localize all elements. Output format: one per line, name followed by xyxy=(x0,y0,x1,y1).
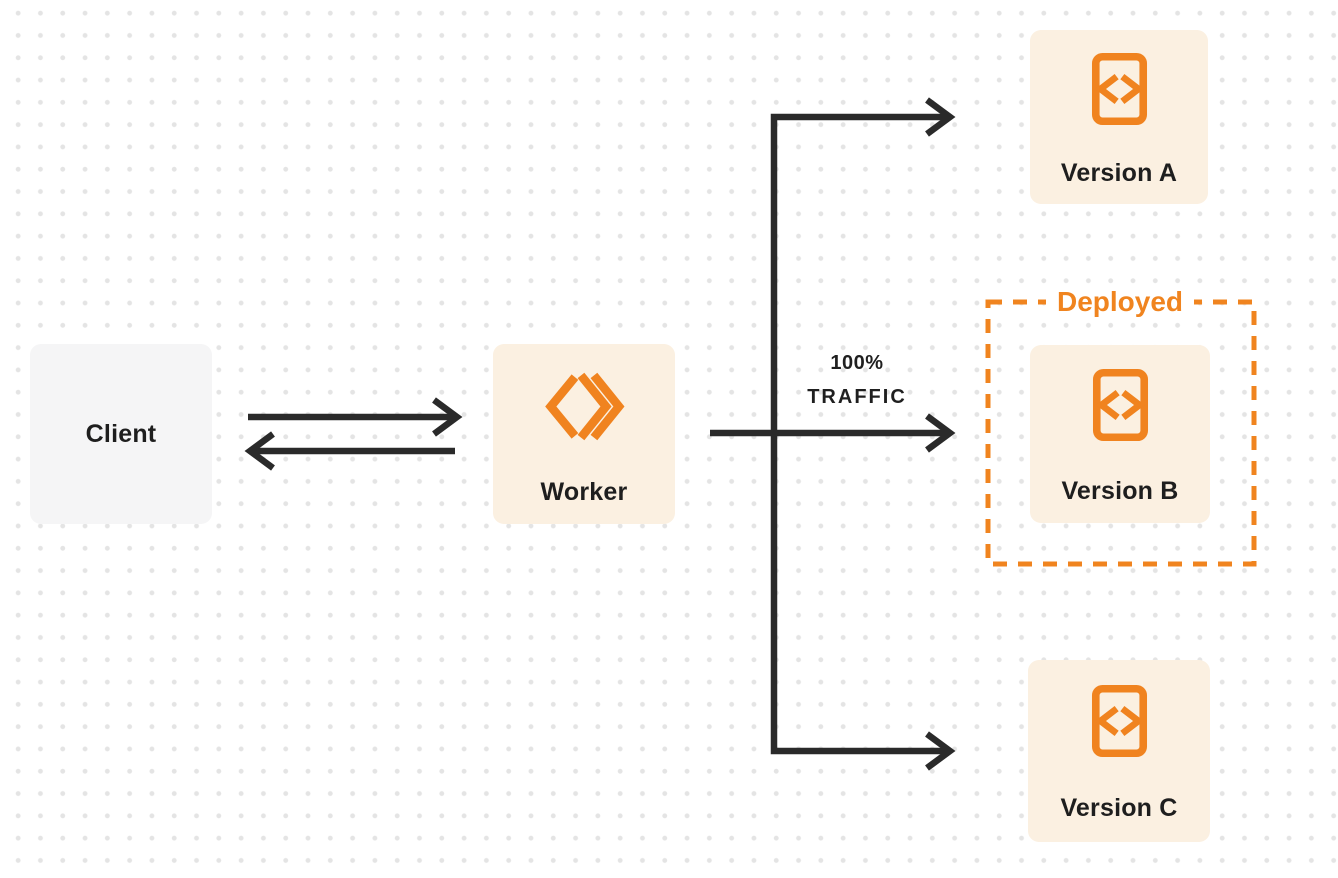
traffic-percent: 100% xyxy=(830,352,884,374)
version-c-node: Version C xyxy=(1028,660,1210,842)
deployed-label: Deployed xyxy=(1046,285,1194,319)
traffic-label: 100% TRAFFIC xyxy=(772,346,942,414)
version-b-label: Version B xyxy=(1061,477,1179,505)
client-node: Client xyxy=(30,344,212,524)
traffic-word: TRAFFIC xyxy=(807,386,907,408)
client-to-worker-arrowhead xyxy=(432,397,463,437)
worker-label: Worker xyxy=(540,478,628,506)
code-file-icon xyxy=(1091,684,1147,758)
version-a-arrowhead xyxy=(925,97,956,137)
version-b-node: Version B xyxy=(1030,345,1210,523)
code-file-icon xyxy=(1091,52,1147,126)
code-file-icon xyxy=(1092,368,1148,442)
client-label: Client xyxy=(85,419,157,448)
workers-logo-icon xyxy=(545,372,625,441)
version-a-label: Version A xyxy=(1060,159,1178,187)
version-b-arrowhead xyxy=(925,413,956,453)
version-c-arrowhead xyxy=(925,731,956,771)
worker-to-client-arrowhead xyxy=(244,431,275,471)
version-c-label: Version C xyxy=(1060,794,1178,822)
version-a-node: Version A xyxy=(1030,30,1208,204)
worker-node: Worker xyxy=(493,344,675,524)
